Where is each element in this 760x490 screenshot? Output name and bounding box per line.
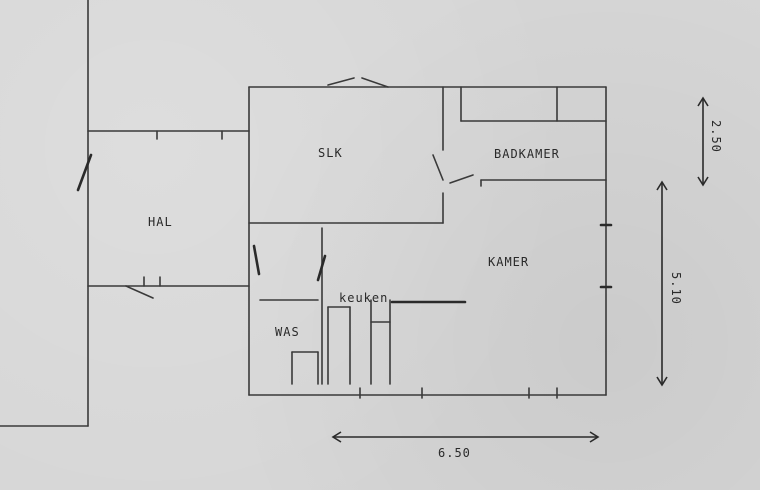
room-label-kamer: KAMER bbox=[488, 255, 529, 269]
height-dimension bbox=[656, 180, 668, 387]
left-building-edge bbox=[0, 0, 89, 427]
room-label-keuken: keuken bbox=[339, 291, 388, 305]
room-label-badkamer: BADKAMER bbox=[494, 147, 560, 161]
dimension-height-label: 5.10 bbox=[669, 272, 683, 305]
house-outline bbox=[248, 77, 607, 396]
dimension-width-label: 6.50 bbox=[438, 446, 471, 460]
wall-ticks bbox=[359, 223, 613, 399]
hal-walls bbox=[76, 130, 250, 299]
room-label-hal: HAL bbox=[148, 215, 173, 229]
slk-walls bbox=[248, 86, 474, 224]
room-label-was: WAS bbox=[275, 325, 300, 339]
bath-depth-dimension bbox=[697, 96, 709, 187]
width-dimension bbox=[331, 431, 600, 443]
badkamer-walls bbox=[460, 86, 607, 187]
keuken-was-walls bbox=[252, 227, 467, 385]
room-label-slk: SLK bbox=[318, 146, 343, 160]
dimension-bath-depth-label: 2.50 bbox=[709, 120, 723, 153]
